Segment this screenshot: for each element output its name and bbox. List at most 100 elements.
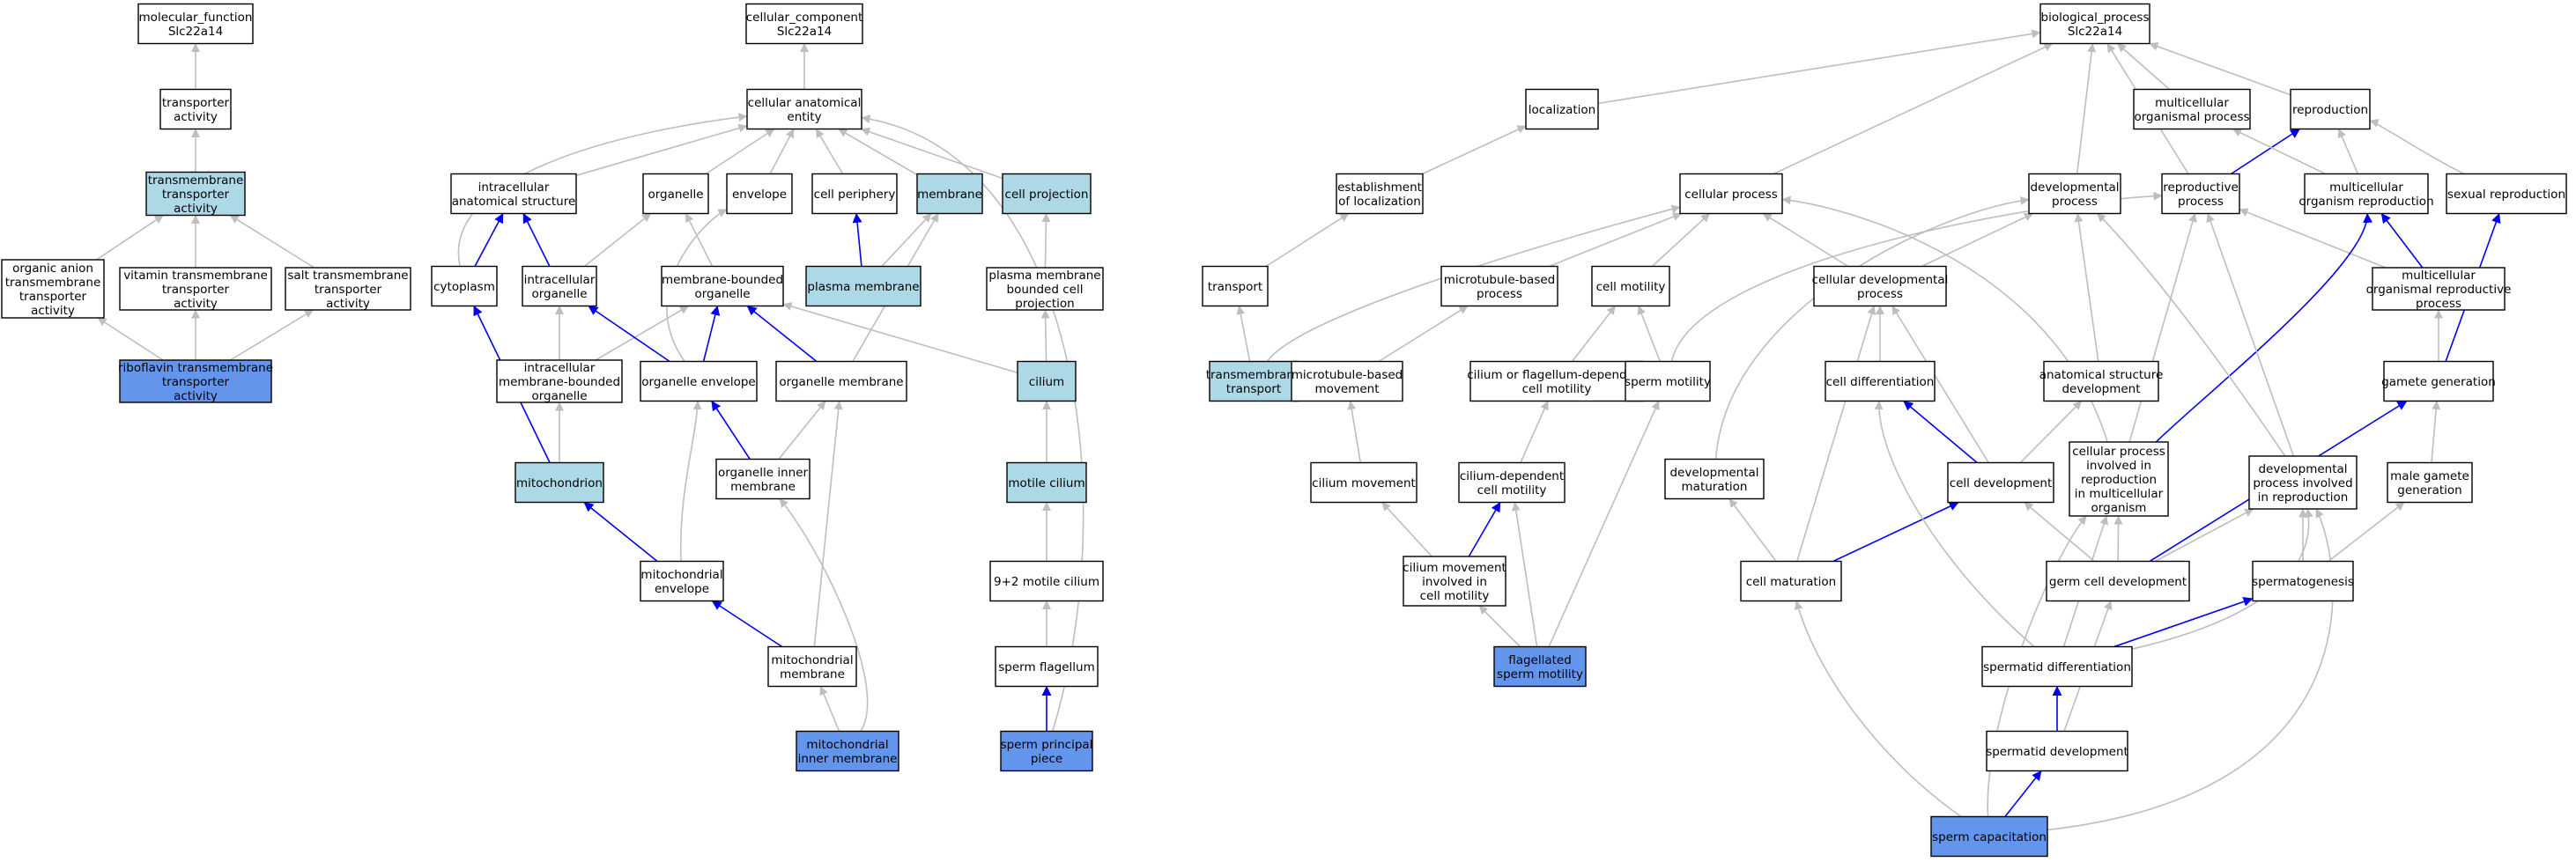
- term-box: [2372, 267, 2506, 311]
- term-node-scap[interactable]: sperm capacitation: [1930, 815, 2048, 858]
- term-box: [1930, 815, 2048, 858]
- term-node-oata[interactable]: organic aniontransmembranetransporteract…: [1, 259, 105, 319]
- term-node-mem[interactable]: membrane: [916, 173, 983, 215]
- term-node-cper[interactable]: cell periphery: [811, 173, 898, 215]
- term-node-sdev[interactable]: spermatid development: [1986, 730, 2128, 772]
- term-node-repro[interactable]: reproduction: [2290, 88, 2371, 130]
- edge-fsm-to-cmicm: [1478, 605, 1521, 648]
- term-node-omem[interactable]: organelle membrane: [775, 360, 907, 402]
- term-node-smot[interactable]: sperm motility: [1625, 360, 1711, 402]
- edge-mtbp-to-cp: [1549, 212, 1683, 268]
- term-box: [661, 265, 784, 307]
- edge-smot-to-cmot: [1637, 306, 1662, 362]
- term-node-trans[interactable]: transport: [1202, 265, 1269, 307]
- term-node-cproj[interactable]: cell projection: [1002, 173, 1092, 215]
- term-node-cil[interactable]: cilium: [1017, 360, 1077, 402]
- edge-morp-to-mor: [2380, 213, 2424, 269]
- term-label-line: cellular process: [1684, 188, 1778, 202]
- edge-pm-to-cper: [852, 212, 862, 267]
- edge-cfdcm-to-cmot: [1571, 306, 1617, 362]
- term-label-line: movement: [1314, 382, 1379, 396]
- term-node-sgen[interactable]: spermatogenesis: [2252, 560, 2354, 602]
- term-label-line: cellular_component: [746, 11, 862, 25]
- term-label-line: sperm motility: [1625, 375, 1711, 389]
- edge-dmat-to-dp: [1714, 195, 2030, 460]
- term-node-pm[interactable]: plasma membrane: [805, 265, 922, 307]
- term-node-n92[interactable]: 9+2 motile cilium: [989, 560, 1104, 602]
- edge-cyto-to-ias: [474, 213, 504, 267]
- term-node-motc[interactable]: motile cilium: [1006, 461, 1087, 504]
- term-node-cdev[interactable]: cell development: [1947, 461, 2054, 504]
- term-box: [2446, 173, 2567, 215]
- term-node-gg[interactable]: gamete generation: [2381, 360, 2496, 402]
- term-label-line: cell differentiation: [1826, 375, 1935, 389]
- edge-scap-to-cpir: [1987, 515, 2088, 817]
- term-node-cm[interactable]: cilium movement: [1310, 461, 1418, 504]
- term-node-sflag[interactable]: sperm flagellum: [995, 645, 1099, 688]
- term-node-cdiff[interactable]: cell differentiation: [1825, 360, 1936, 402]
- term-node-gcd[interactable]: germ cell development: [2046, 560, 2190, 602]
- edge-sdiff-to-cdiff: [1874, 401, 2035, 648]
- term-label-line: sperm principal: [1001, 738, 1093, 752]
- term-box: [1625, 360, 1711, 402]
- term-node-oenv[interactable]: organelle envelope: [640, 360, 758, 402]
- term-node-cmot[interactable]: cell motility: [1591, 265, 1670, 307]
- term-label-line: organism reproduction: [2298, 195, 2433, 209]
- term-node-loc[interactable]: localization: [1525, 88, 1599, 130]
- term-box: [496, 359, 623, 403]
- term-box: [642, 173, 709, 215]
- term-node-cmat[interactable]: cell maturation: [1740, 560, 1842, 602]
- term-node-env[interactable]: envelope: [726, 173, 793, 215]
- term-box: [640, 360, 758, 402]
- term-node-sr[interactable]: sexual reproduction: [2446, 173, 2567, 215]
- edge-org-to-cae: [705, 128, 775, 175]
- term-node-sdiff[interactable]: spermatid differentiation: [1981, 645, 2133, 688]
- term-node-mito[interactable]: mitochondrion: [514, 461, 604, 504]
- term-label-line: process: [1477, 287, 1522, 301]
- term-node-org[interactable]: organelle: [642, 173, 709, 215]
- edge-gcd-to-cdev: [2024, 501, 2095, 563]
- term-node-cyto[interactable]: cytoplasm: [431, 265, 498, 307]
- term-node-cp[interactable]: cellular process: [1679, 173, 1783, 215]
- term-label-line: cilium movement: [1312, 476, 1416, 490]
- term-node-rfta[interactable]: riboflavin transmembranetransporteractiv…: [118, 359, 273, 403]
